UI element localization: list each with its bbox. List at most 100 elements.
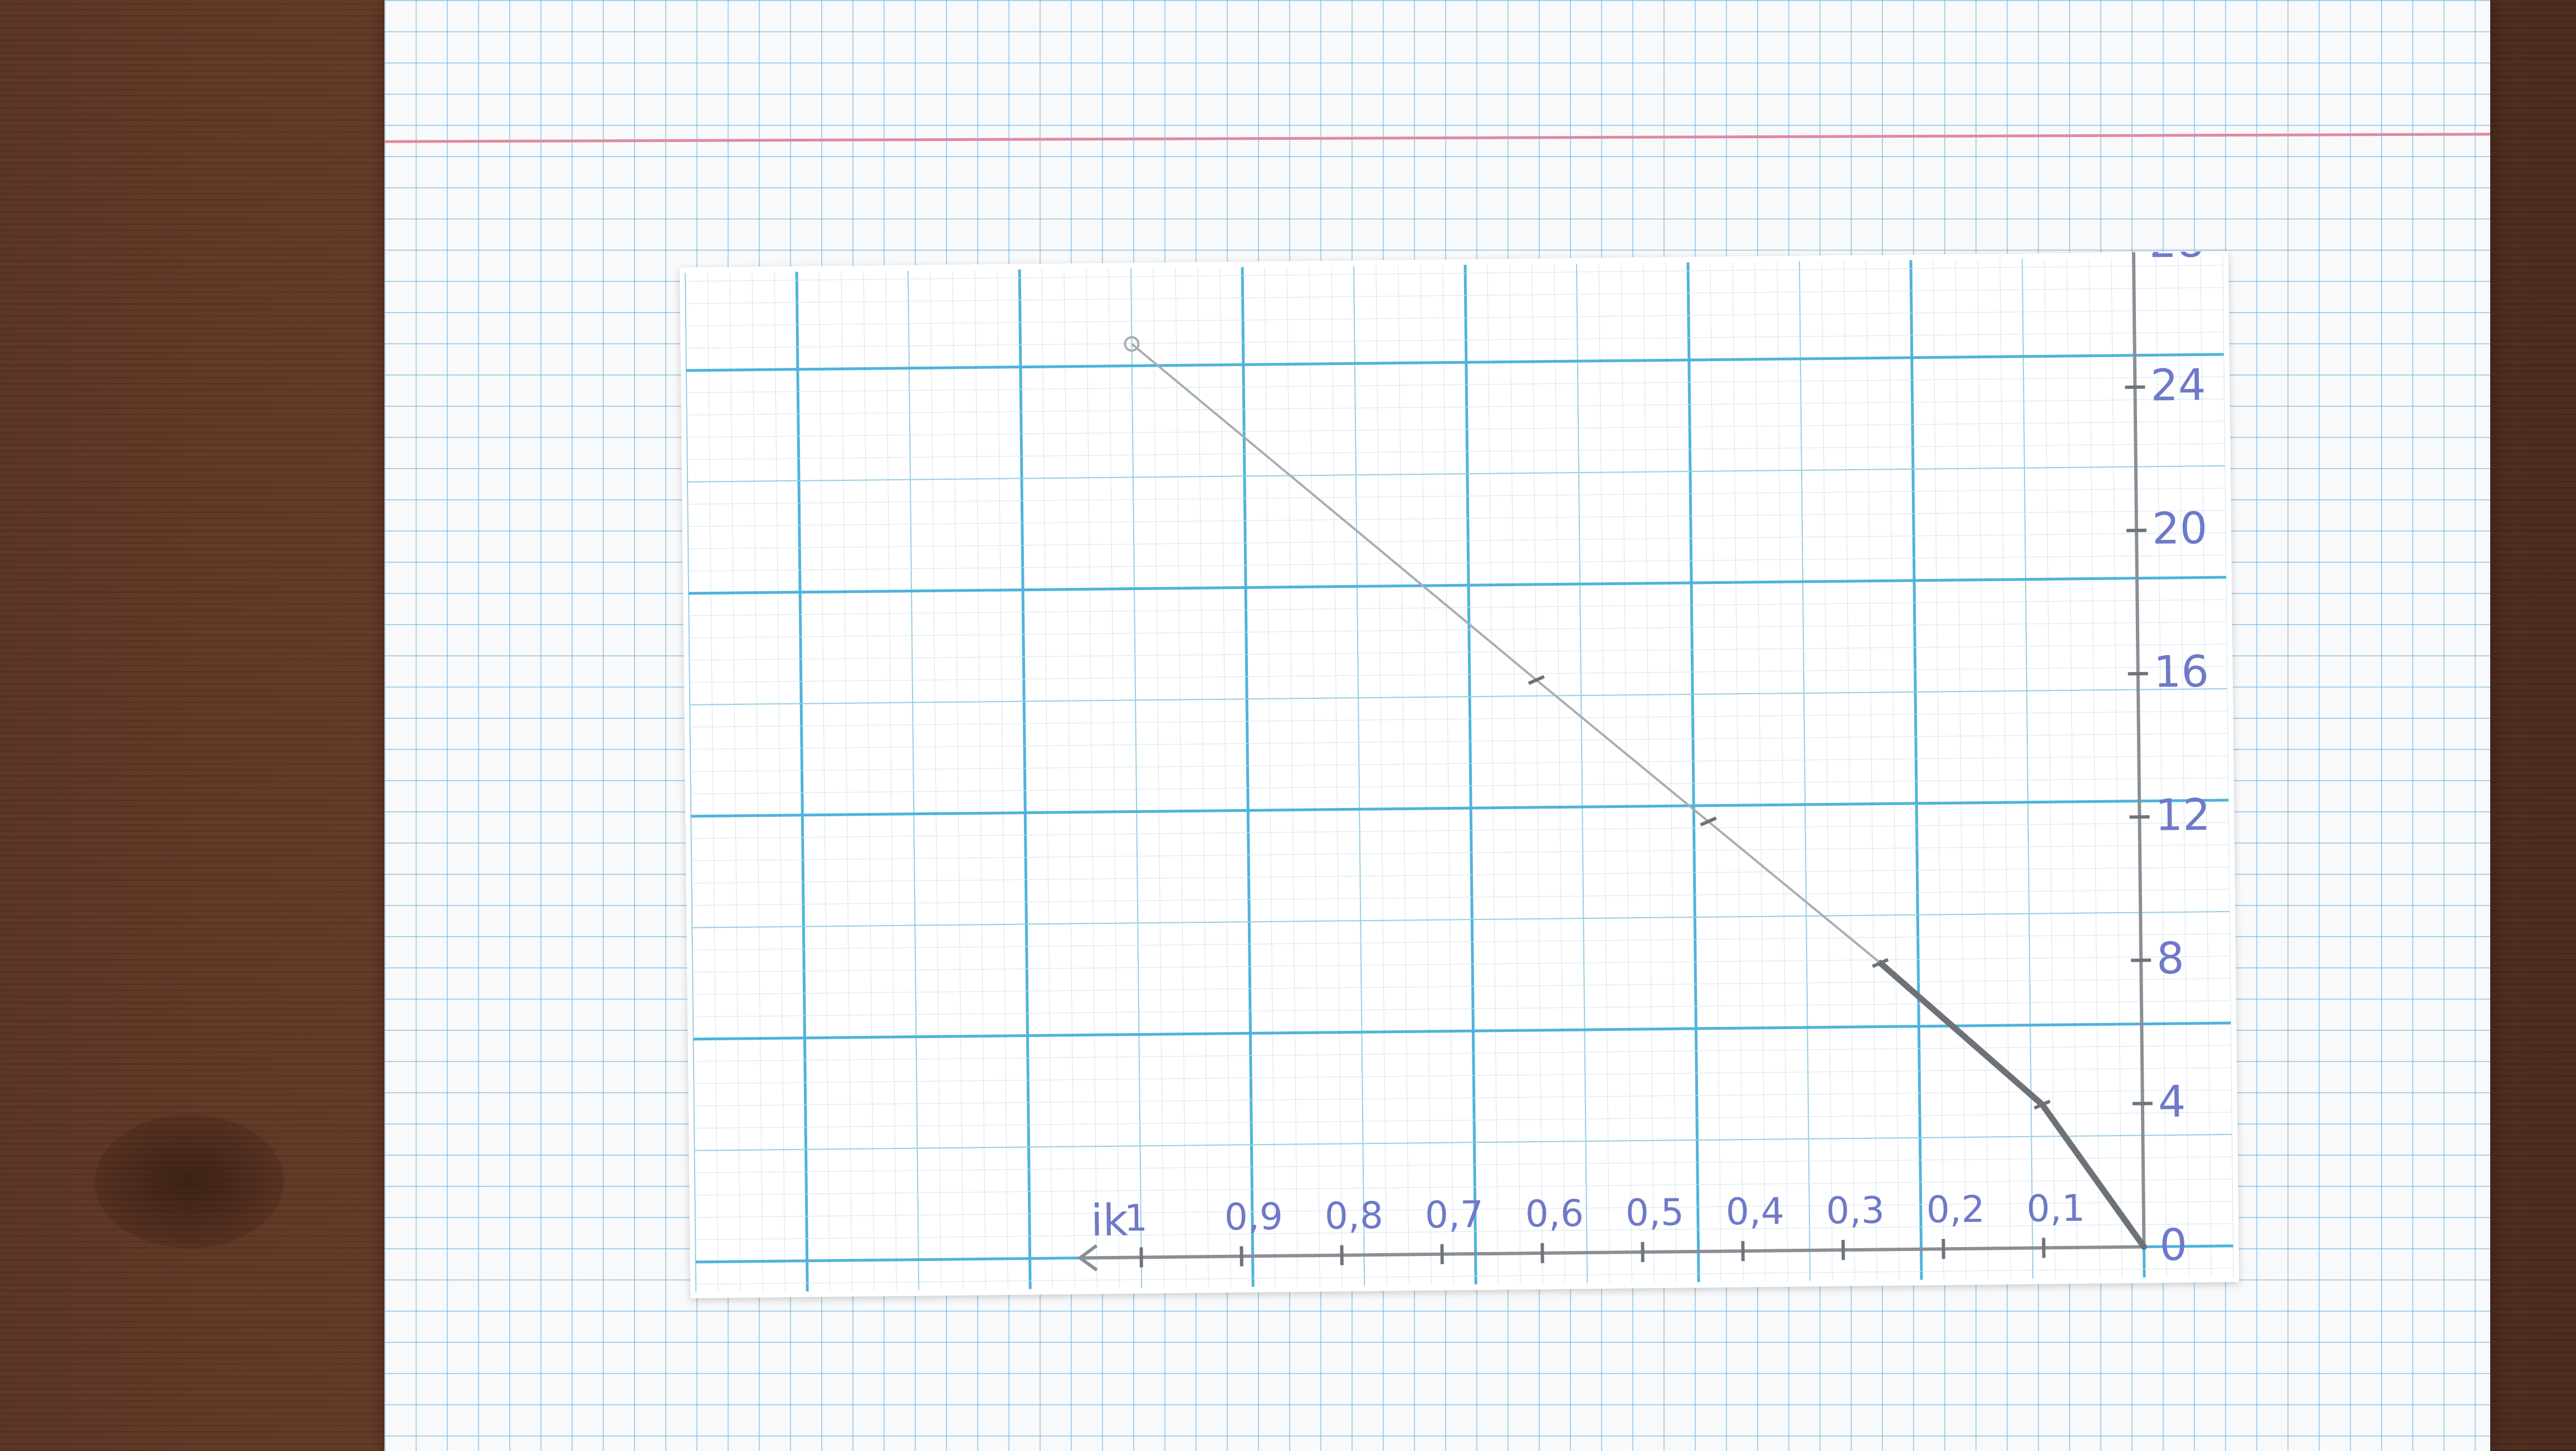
y-tick-label: 28 [2149,251,2204,267]
x-tick-label: 0,1 [2026,1187,2085,1230]
grid-line-vertical [1710,262,1721,1282]
x-axis-line [1080,1245,2144,1260]
grid-line-vertical [1843,261,1855,1281]
hand-drawn-chart: ik iБ 0,10,20,30,40,50,60,70,80,91 04812… [685,251,2234,1293]
grid-line-horizontal [689,621,2227,639]
grid-line-horizontal [695,1156,2232,1174]
grid-line-vertical [1509,264,1521,1284]
x-tick-label: 0,7 [1424,1193,1484,1236]
grid-line-horizontal [696,1268,2233,1285]
data-point [2033,1099,2051,1110]
grid-line-vertical [1798,261,1811,1281]
grid-line-vertical [1175,267,1187,1288]
grid-line-vertical [1442,265,1454,1285]
y-tick-label: 24 [2150,360,2206,411]
grid-line-vertical [1866,260,1877,1280]
grid-line-vertical [863,271,875,1291]
grid-line-horizontal [686,398,2224,416]
grid-line-horizontal [691,798,2229,818]
grid-line-horizontal [686,376,2224,393]
grid-line-horizontal [689,644,2227,661]
grid-line-vertical [1999,259,2011,1279]
grid-line-horizontal [685,265,2223,282]
grid-line-vertical [1598,263,1610,1283]
x-axis-label: ik [1090,1196,1128,1247]
grid-line-vertical [1955,260,1967,1279]
data-line-segment [1877,960,2046,1108]
data-point [1700,816,1717,827]
grid-line-vertical [1018,269,1032,1289]
grid-line-horizontal [694,1112,2232,1129]
data-point [1872,958,1889,968]
grid-line-horizontal [690,733,2228,750]
grid-line-vertical [1398,265,1409,1286]
grid-line-vertical [1909,260,1923,1280]
grid-line-vertical [974,270,986,1290]
grid-line-horizontal [692,910,2230,928]
grid-line-vertical [1264,266,1276,1287]
grid-line-vertical [752,272,763,1292]
grid-line-horizontal [693,1021,2231,1041]
grid-line-horizontal [686,353,2224,372]
grid-line-horizontal [689,576,2227,595]
grid-line-vertical [885,271,897,1291]
x-tick-label: 0,6 [1525,1192,1584,1235]
y-tick-label: 12 [2155,790,2211,841]
grid-line-vertical [1063,269,1075,1289]
x-tick-label: 0,4 [1725,1190,1784,1233]
grid-line-horizontal [695,1201,2233,1218]
grid-line-vertical [2089,258,2100,1278]
y-tick-label: 0 [2159,1220,2188,1271]
grid-line-vertical [2178,257,2189,1277]
grid-line-vertical [707,272,719,1293]
grid-line-vertical [1219,267,1231,1287]
grid-line-vertical [685,272,697,1293]
grid-line-vertical [2155,257,2167,1278]
grid-line-horizontal [694,1089,2232,1107]
grid-line-horizontal [688,554,2226,572]
grid-line-horizontal [686,332,2224,349]
grid-line-vertical [1041,269,1053,1289]
grid-line-horizontal [690,710,2228,728]
data-line-segment [1707,820,1881,964]
grid-line-vertical [1130,268,1143,1288]
y-tick-label: 16 [2153,647,2209,698]
grid-line-vertical [1554,264,1565,1284]
grid-line-vertical [1108,268,1120,1288]
y-axis-line [2131,251,2146,1247]
x-tick-label: 1 [1124,1196,1148,1239]
grid-line-vertical [729,272,741,1292]
grid-line-vertical [1531,264,1543,1284]
grid-line-vertical [1777,261,1788,1282]
grid-line-vertical [795,271,809,1292]
chart-axes: ik iБ [1077,251,2146,1272]
grid-line-horizontal [691,822,2229,839]
grid-line-vertical [1375,265,1387,1286]
grid-line-vertical [1933,260,1944,1280]
grid-line-horizontal [692,978,2231,995]
x-ticks: 0,10,20,30,40,50,60,70,80,91 [1124,1187,2085,1268]
grid-line-vertical [2200,257,2212,1277]
grid-line-horizontal [691,844,2229,861]
y-tick-label: 8 [2157,934,2185,985]
grid-line-vertical [1197,267,1209,1288]
grid-line-horizontal [689,666,2227,683]
grid-line-vertical [841,271,852,1291]
x-tick-label: 0,8 [1324,1194,1383,1238]
grid-line-vertical [1487,264,1499,1284]
series-layer [1124,336,2148,1250]
grid-line-horizontal [691,866,2229,884]
grid-line-vertical [997,270,1008,1289]
data-line-segment [2039,1101,2148,1250]
grid-line-horizontal [694,1067,2232,1084]
grid-line-horizontal [687,465,2225,483]
grid-line-horizontal [695,1223,2233,1240]
grid-line-horizontal [686,309,2223,327]
grid-line-vertical [818,271,830,1292]
grid-line-horizontal [692,956,2231,973]
grid-line-horizontal [690,777,2228,795]
x-tick-label: 0,9 [1224,1195,1283,1239]
grid-line-vertical [908,270,920,1291]
grid-line-horizontal [694,1133,2232,1151]
grid-line-vertical [2021,259,2034,1279]
